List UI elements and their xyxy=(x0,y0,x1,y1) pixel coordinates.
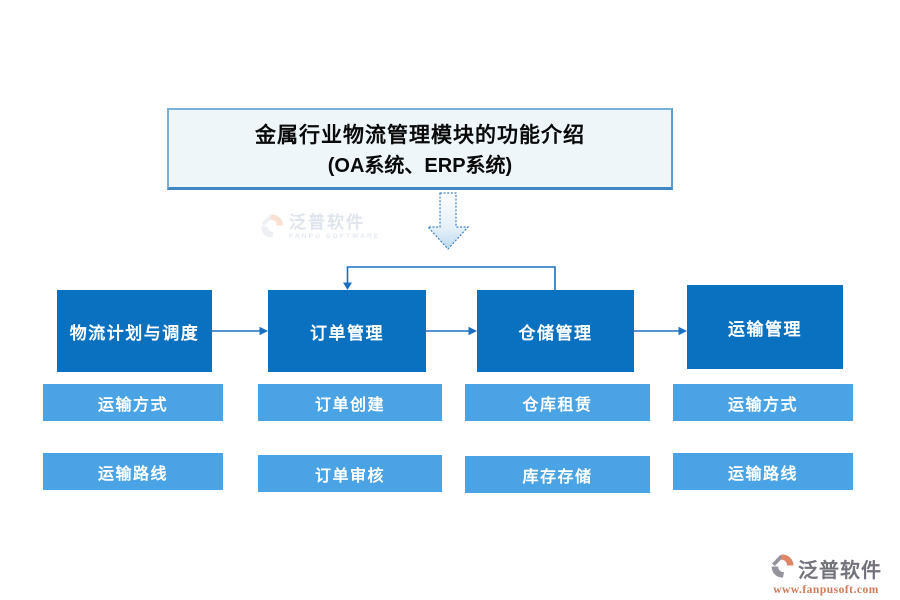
watermark-brand: 泛普软件 xyxy=(289,213,365,232)
sub-node-transport-route-2: 运输路线 xyxy=(673,453,853,490)
node-label: 物流计划与调度 xyxy=(69,323,200,343)
sub-node-warehouse-lease: 仓库租赁 xyxy=(465,384,650,421)
watermark-logo: 泛普软件 FANPU SOFTWARE xyxy=(260,213,380,244)
sub-node-transport-mode-1: 运输方式 xyxy=(43,384,223,421)
node-transport-management: 运输管理 xyxy=(687,285,843,369)
node-order-management: 订单管理 xyxy=(268,290,426,372)
fanpu-logo-icon xyxy=(260,213,284,244)
sub-node-label: 运输方式 xyxy=(727,396,798,414)
node-label: 订单管理 xyxy=(310,323,384,343)
sub-node-label: 订单审核 xyxy=(314,467,385,485)
sub-node-label: 运输方式 xyxy=(97,396,168,414)
sub-node-label: 库存存储 xyxy=(522,468,593,486)
footer-logo: 泛普软件 www.fanpusoft.com xyxy=(770,553,882,596)
sub-node-order-review: 订单审核 xyxy=(258,455,442,492)
down-arrow-icon xyxy=(426,192,470,257)
sub-node-label: 运输路线 xyxy=(97,465,168,483)
node-warehouse-management: 仓储管理 xyxy=(477,290,634,372)
fanpu-logo-icon xyxy=(770,553,795,584)
node-label: 仓储管理 xyxy=(518,323,593,343)
footer-brand: 泛普软件 xyxy=(798,560,882,582)
sub-node-label: 运输路线 xyxy=(727,465,798,483)
sub-node-transport-mode-2: 运输方式 xyxy=(673,384,853,421)
title-line-1: 金属行业物流管理模块的功能介绍 xyxy=(255,124,585,147)
sub-node-label: 仓库租赁 xyxy=(522,396,593,414)
sub-node-transport-route-1: 运输路线 xyxy=(43,453,223,490)
title-line-2: (OA系统、ERP系统) xyxy=(327,155,513,177)
sub-node-inventory-storage: 库存存储 xyxy=(465,456,650,493)
watermark-subtitle: FANPU SOFTWARE xyxy=(289,233,381,240)
node-logistics-planning: 物流计划与调度 xyxy=(57,290,212,372)
sub-node-order-create: 订单创建 xyxy=(258,384,442,421)
sub-node-label: 订单创建 xyxy=(314,396,385,414)
footer-url: www.fanpusoft.com xyxy=(773,584,879,596)
title-box: 金属行业物流管理模块的功能介绍 (OA系统、ERP系统) xyxy=(167,108,673,190)
node-label: 运输管理 xyxy=(728,319,802,339)
